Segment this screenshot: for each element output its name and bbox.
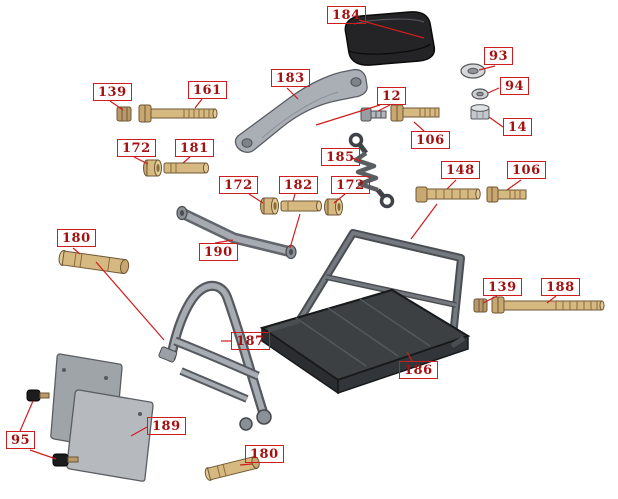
callout-14-nut: 14 bbox=[503, 118, 533, 136]
part-clevis-pin-left bbox=[58, 249, 130, 275]
part-support-frame bbox=[158, 280, 272, 431]
part-link-rod bbox=[176, 205, 297, 260]
callout-172-bushing-c: 172 bbox=[331, 176, 370, 194]
part-bushing-left bbox=[143, 159, 162, 177]
part-long-bolt-upper bbox=[138, 104, 218, 123]
callout-187-frame: 187 bbox=[231, 332, 270, 350]
part-suspension-spring bbox=[348, 132, 395, 209]
callout-189-panel: 189 bbox=[147, 417, 186, 435]
callout-184-seat: 184 bbox=[327, 6, 366, 24]
part-pivot-pin-center bbox=[280, 200, 322, 212]
part-seat-cushion bbox=[344, 11, 436, 66]
callout-106-bolt-a: 106 bbox=[411, 131, 450, 149]
callout-106-bolt-b: 106 bbox=[507, 161, 546, 179]
callout-94-lockwasher: 94 bbox=[500, 77, 530, 95]
part-long-pin-right bbox=[415, 186, 481, 203]
callout-190-rod: 190 bbox=[199, 243, 238, 261]
callout-180-pin-a: 180 bbox=[57, 229, 96, 247]
leader-lines bbox=[19, 19, 557, 466]
callout-185-spring: 185 bbox=[321, 148, 360, 166]
callout-161-bolt: 161 bbox=[188, 81, 227, 99]
part-hex-nut-left bbox=[116, 106, 132, 122]
callout-139-nut-b: 139 bbox=[483, 278, 522, 296]
part-hex-bolt-right bbox=[486, 186, 527, 203]
part-hex-bolt-upper bbox=[390, 104, 440, 122]
part-seat-frame bbox=[259, 229, 471, 395]
part-side-panel-front bbox=[66, 389, 154, 482]
part-long-bolt-lower bbox=[491, 296, 605, 314]
part-nut bbox=[470, 104, 490, 120]
part-bushing-right bbox=[324, 198, 343, 216]
callout-172-bushing-a: 172 bbox=[117, 139, 156, 157]
callout-172-bushing-b: 172 bbox=[219, 176, 258, 194]
callout-180-pin-b: 180 bbox=[245, 445, 284, 463]
callout-12-bolt: 12 bbox=[377, 87, 407, 105]
callout-139-nut-a: 139 bbox=[93, 83, 132, 101]
part-pivot-pin-left bbox=[163, 162, 209, 174]
part-hex-nut-lower bbox=[473, 298, 488, 313]
part-knob-lower bbox=[52, 453, 79, 467]
part-flat-washer bbox=[460, 63, 486, 79]
callout-181-pin: 181 bbox=[175, 139, 214, 157]
part-bushing-center bbox=[260, 197, 279, 215]
callout-183-bracket: 183 bbox=[271, 69, 310, 87]
callout-95-knobs: 95 bbox=[6, 431, 36, 449]
part-bracket-arm bbox=[234, 68, 368, 154]
part-knob-upper bbox=[26, 389, 50, 402]
callout-186-seatframe: 186 bbox=[399, 361, 438, 379]
part-lock-washer bbox=[471, 88, 489, 100]
callout-188-bolt: 188 bbox=[541, 278, 580, 296]
part-clevis-pin-bottom bbox=[204, 455, 260, 481]
callout-182-pin: 182 bbox=[279, 176, 318, 194]
callout-148-pin: 148 bbox=[441, 161, 480, 179]
callout-93-washer: 93 bbox=[484, 47, 514, 65]
